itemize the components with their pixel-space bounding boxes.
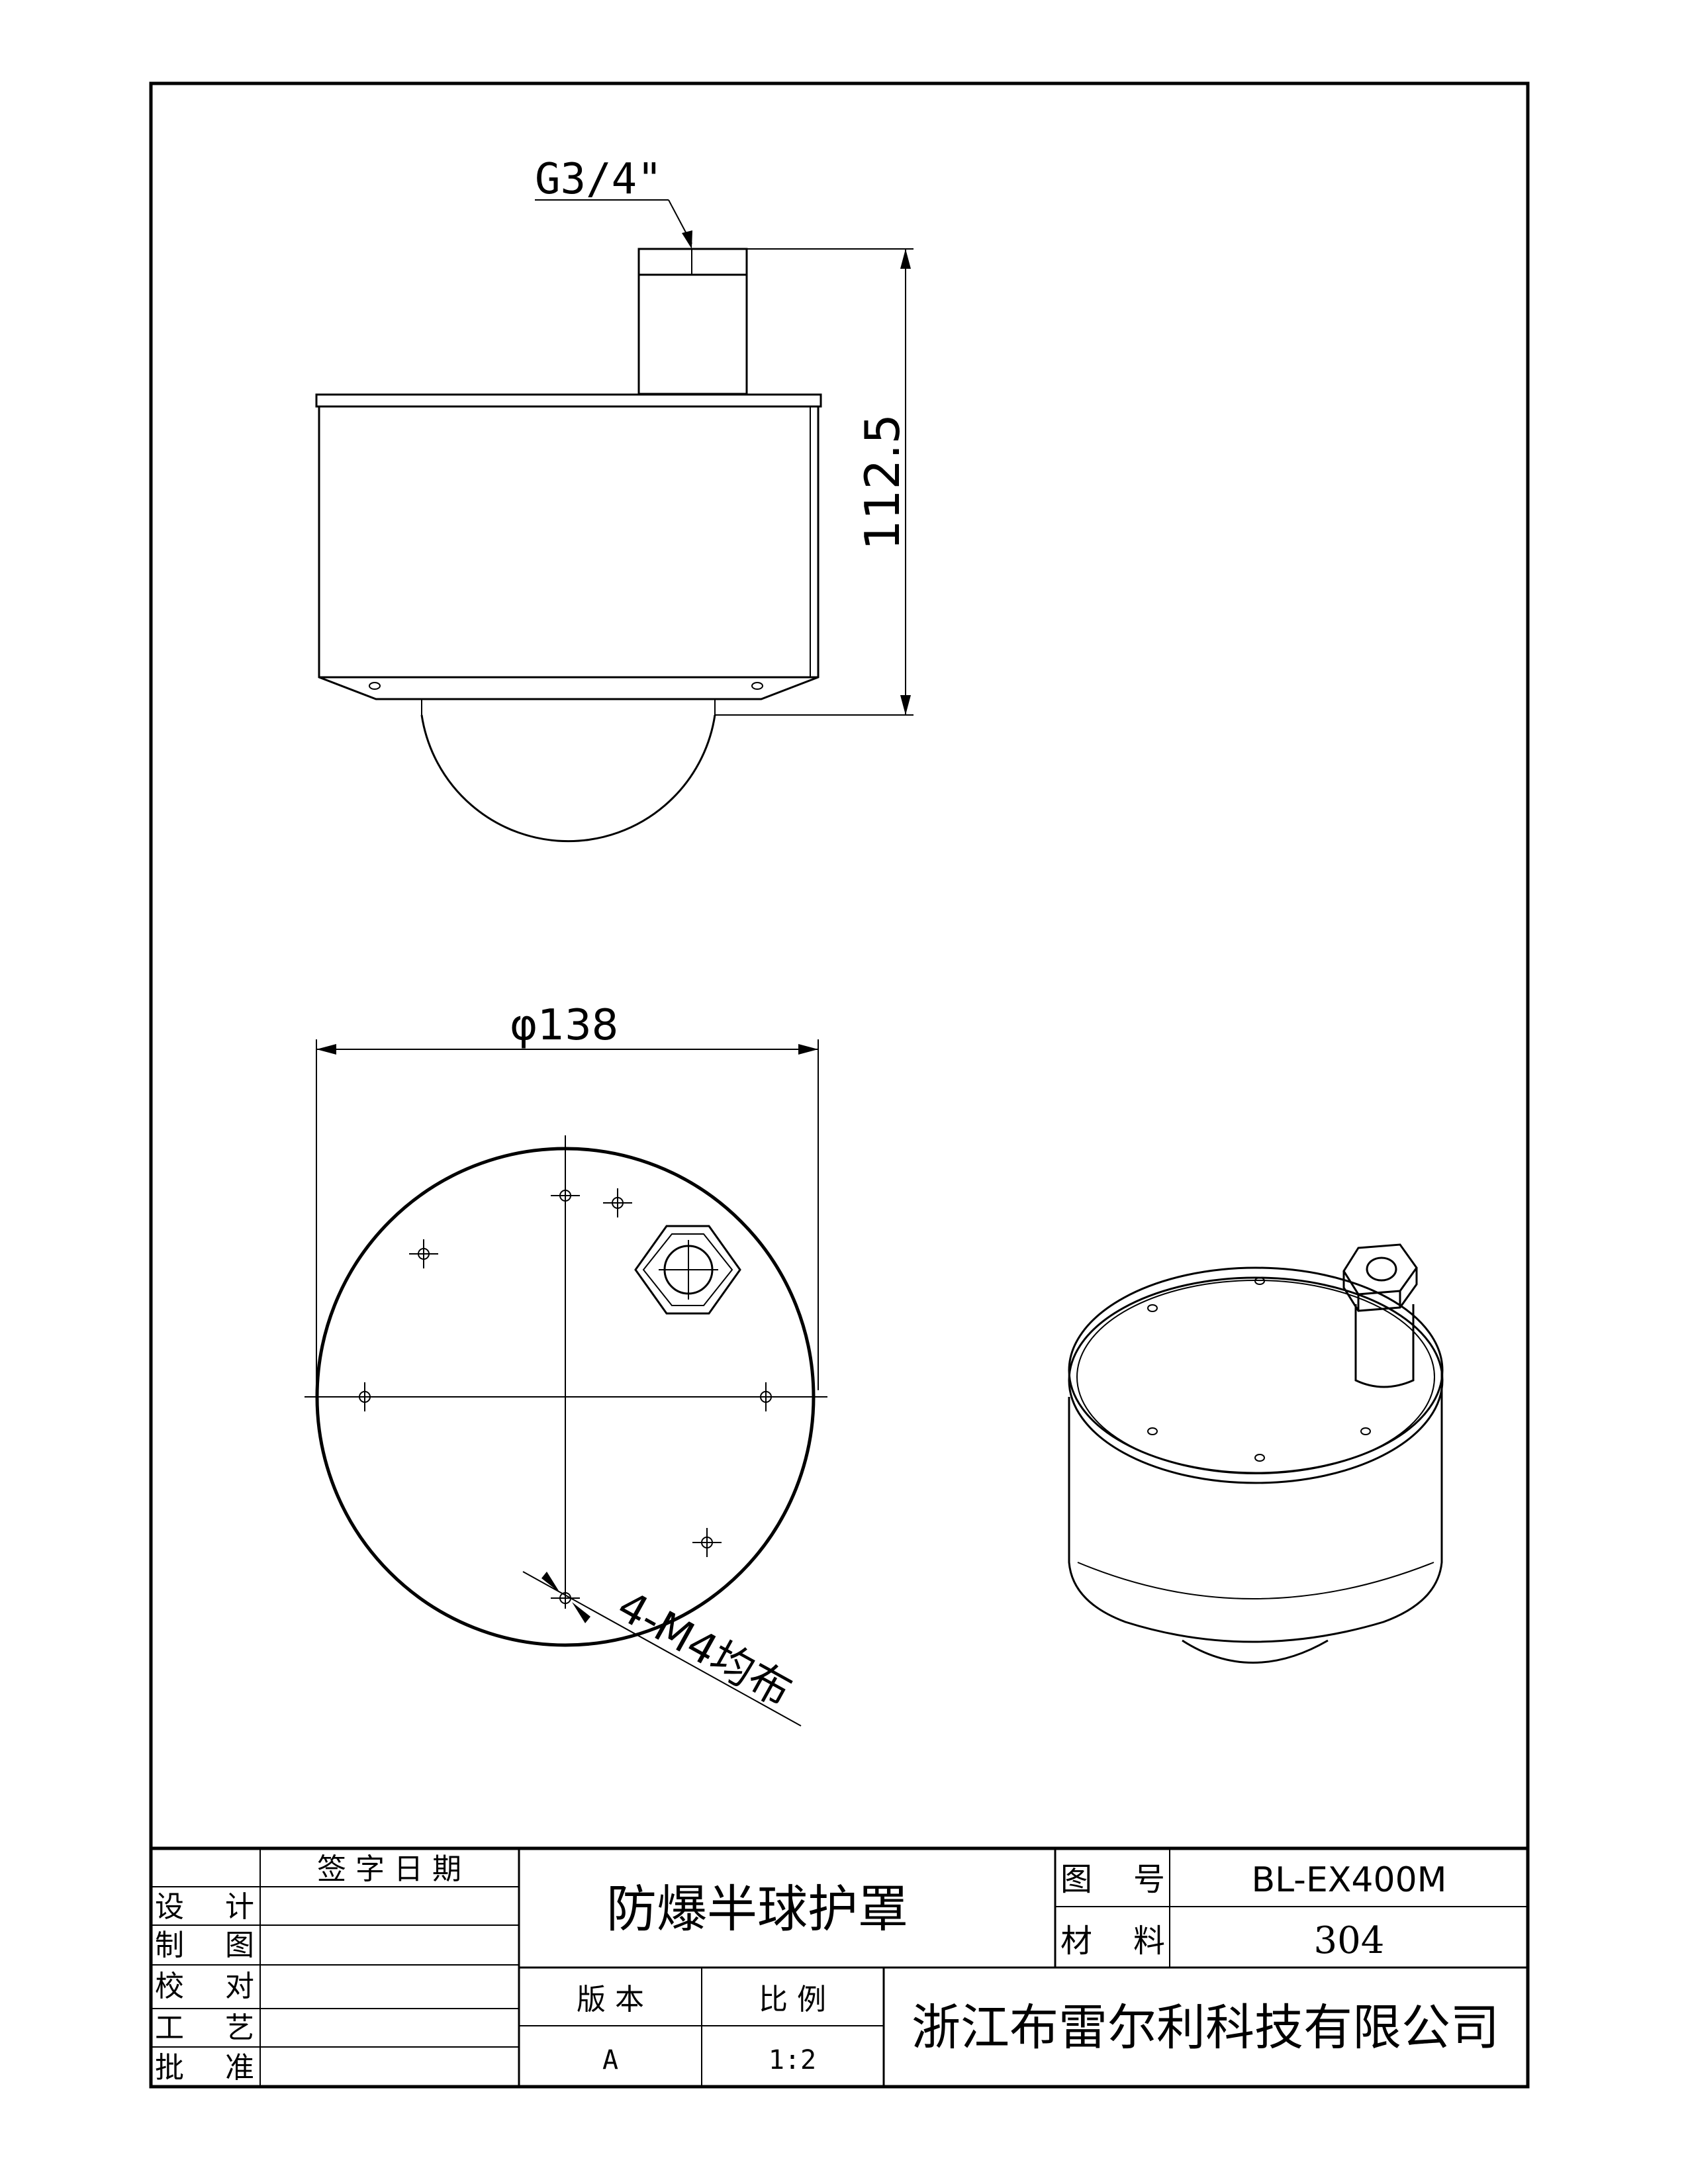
drawing-number: BL-EX400M — [1251, 1860, 1446, 1900]
pipe-fitting-stem — [637, 273, 748, 395]
material-label-1: 材 — [1060, 1923, 1092, 1960]
arrow-head — [541, 1572, 560, 1593]
iso-hex-nut-top — [1342, 1243, 1418, 1296]
arrow-head — [900, 249, 911, 269]
role-check-right: 对 — [225, 1970, 254, 2003]
housing-body — [318, 406, 820, 700]
hex-fitting-inner — [642, 1233, 733, 1306]
isometric-view — [1068, 1243, 1444, 1664]
role-approve-right: 准 — [225, 2051, 254, 2085]
role-design-right: 计 — [225, 1890, 254, 1924]
height-dimension-label: 112.5 — [855, 414, 910, 550]
thread-label: G3/4" — [535, 155, 663, 204]
screw-hole-mark — [359, 1382, 371, 1411]
iso-body-shadow — [1077, 1562, 1434, 1599]
pipe-fitting-cap — [637, 248, 748, 276]
screw-hole-mark — [551, 1181, 580, 1210]
arrow-head — [572, 1602, 590, 1623]
iso-nut-bore — [1366, 1257, 1397, 1282]
role-drafting-left: 制 — [155, 1928, 184, 1962]
role-process-right: 艺 — [225, 2011, 254, 2045]
material-label-2: 料 — [1133, 1923, 1165, 1960]
role-drafting-right: 图 — [225, 1928, 254, 1962]
side-screw-hole — [369, 682, 381, 690]
hex-fitting-outer — [634, 1225, 741, 1315]
top-flange — [315, 393, 822, 408]
title-block — [151, 1846, 1528, 2087]
iso-screw-hole — [1360, 1427, 1371, 1435]
top-view: φ138 — [305, 1001, 827, 1727]
scale-label: 比 例 — [759, 1983, 826, 2017]
drawing-frame — [149, 81, 1530, 2089]
role-check-left: 校 — [155, 1970, 184, 2003]
front-view: 112.5 G3/4" — [315, 155, 914, 843]
arrow-head — [900, 695, 911, 715]
iso-hex-nut-side — [1342, 1268, 1418, 1312]
scale-value: 1:2 — [769, 2045, 816, 2075]
role-process-left: 工 — [155, 2011, 184, 2045]
diameter-dimension-label: φ138 — [510, 1001, 618, 1050]
screw-hole-mark — [603, 1188, 632, 1217]
iso-screw-hole — [1254, 1454, 1265, 1462]
iso-screw-hole — [1254, 1277, 1265, 1285]
screw-hole-mark — [760, 1382, 772, 1411]
screw-hole-mark — [692, 1528, 722, 1557]
company-name: 浙江布雷尔利科技有限公司 — [912, 1999, 1499, 2056]
drawing-no-label-1: 图 — [1060, 1861, 1092, 1898]
hole-note-leader — [522, 1571, 802, 1727]
iso-body — [1068, 1370, 1443, 1643]
role-design-left: 设 — [155, 1890, 184, 1924]
iso-lid-rim — [1068, 1276, 1444, 1484]
dome-cover — [420, 714, 716, 843]
iso-screw-hole — [1147, 1427, 1158, 1435]
iso-dome — [1182, 1639, 1329, 1664]
side-screw-hole — [751, 682, 763, 690]
arrow-head — [798, 1044, 818, 1055]
role-approve-left: 批 — [155, 2051, 184, 2085]
arrow-head — [682, 230, 692, 249]
version-label: 版 本 — [577, 1983, 644, 2017]
screw-hole-mark — [409, 1239, 438, 1268]
iso-pipe — [1354, 1304, 1415, 1388]
iso-screw-hole — [1147, 1304, 1158, 1312]
drawing-no-label-2: 号 — [1133, 1861, 1165, 1898]
arrow-head — [316, 1044, 336, 1055]
product-name: 防爆半球护罩 — [606, 1879, 908, 1938]
material-value: 304 — [1314, 1919, 1385, 1962]
signature-date-header: 签 字 日 期 — [317, 1852, 461, 1886]
version-value: A — [602, 2045, 618, 2075]
